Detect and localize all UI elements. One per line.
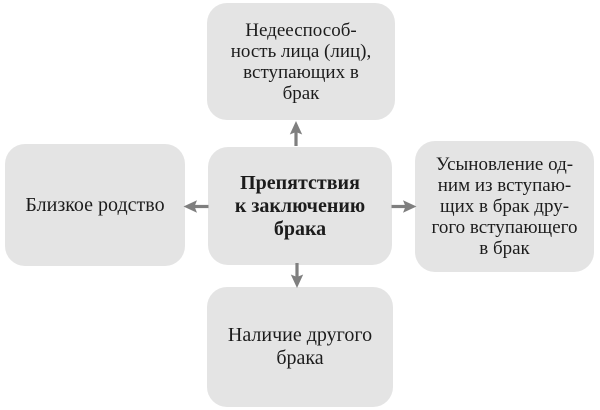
box-text-line: брака (276, 347, 324, 369)
box-existing-marriage: Наличие другого брака (207, 287, 393, 407)
box-text-line: щих в брак дру- (439, 196, 570, 217)
box-text-line: Недееспособ- (245, 19, 357, 41)
arrow-right-icon (391, 199, 417, 215)
arrow-down-icon (289, 263, 305, 288)
arrow-glyph (183, 200, 209, 213)
box-text-line: ним из вступаю- (437, 175, 572, 196)
box-text-line: брак (282, 82, 320, 104)
box-text-line: гого вступающего (431, 217, 578, 238)
box-text-line: Усыновление од- (435, 154, 574, 175)
box-text-line: Наличие другого (227, 324, 373, 346)
arrow-glyph (289, 121, 303, 146)
box-text-line: Препятствия (240, 171, 360, 194)
box-text-line: к заключению (234, 194, 366, 217)
box-text-line: вступающих в (243, 61, 359, 83)
box-text-line: в брак (479, 238, 530, 259)
box-text-line: Близкое родство (25, 193, 165, 216)
box-close-kinship: Близкое родство (5, 144, 185, 266)
box-central-concept: Препятствия к заключению брака (208, 147, 392, 265)
arrow-up-icon (288, 121, 304, 146)
box-adoption: Усыновление од- ним из вступаю- щих в бр… (415, 141, 594, 272)
arrow-glyph (290, 263, 304, 288)
box-text-line: брака (273, 217, 327, 240)
box-text-line: ность лица (лиц), (230, 40, 372, 62)
arrow-left-icon (183, 199, 209, 215)
box-incapacity: Недееспособ- ность лица (лиц), вступающи… (207, 3, 395, 120)
arrow-glyph (391, 200, 417, 213)
